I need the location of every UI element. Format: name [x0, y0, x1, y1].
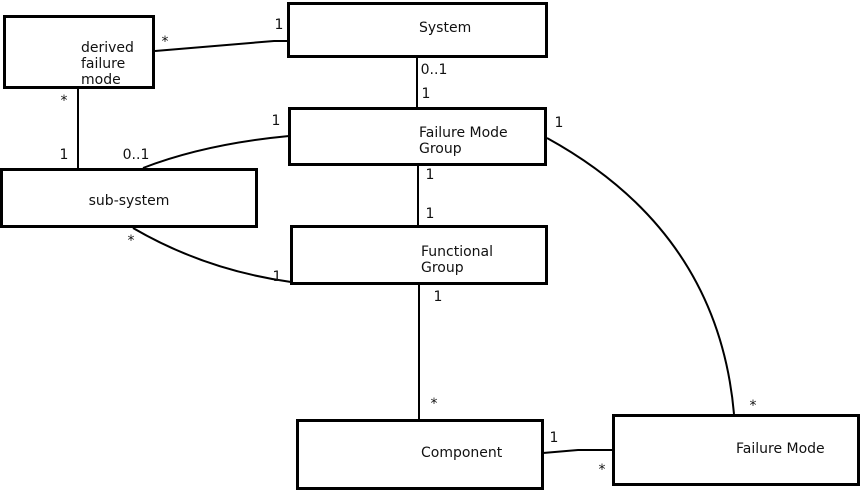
edge-sub-system-to-failure-mode-group: [142, 135, 290, 169]
edge-component-to-failure-mode: [542, 449, 612, 454]
edge-failure-mode-group-to-failure-mode: [546, 137, 735, 415]
multiplicity-derived-to-system-source: *: [161, 34, 169, 50]
entity-component: Component: [296, 419, 544, 490]
multiplicity-subsystem-to-fmg-target: 1: [271, 113, 281, 129]
multiplicity-system-to-fmg-target: 1: [421, 86, 431, 102]
multiplicity-fmg-to-fg-source: 1: [425, 167, 435, 183]
entity-failure-mode: Failure Mode: [612, 414, 860, 486]
multiplicity-derived-to-subsystem-target: 1: [59, 147, 69, 163]
entity-sub-system: sub-system: [0, 168, 258, 228]
multiplicity-derived-to-system-target: 1: [274, 17, 284, 33]
entity-label-line: failure: [81, 56, 126, 72]
multiplicity-subsystem-to-fmg-source: 0..1: [122, 147, 150, 163]
multiplicity-fmg-to-fg-target: 1: [425, 206, 435, 222]
entity-label-line: Failure Mode: [419, 125, 508, 141]
entity-label-line: System: [419, 20, 472, 36]
multiplicity-fmg-to-failuremode-target: *: [749, 398, 757, 414]
entity-label-line: Component: [421, 445, 503, 461]
multiplicity-component-to-failuremode-source: 1: [549, 430, 559, 446]
entity-label-line: sub-system: [88, 193, 170, 209]
edge-sub-system-to-functional-group: [132, 227, 292, 283]
multiplicity-subsystem-to-fg-source: *: [127, 233, 135, 249]
edge-derived-failure-mode-to-system: [154, 40, 288, 52]
entity-label-line: Functional: [421, 244, 494, 260]
multiplicity-fmg-to-failuremode-source: 1: [554, 115, 564, 131]
entity-label-line: derived: [81, 40, 134, 56]
entity-system: System: [287, 2, 548, 58]
entity-failure-mode-group: Failure Mode Group: [288, 107, 547, 166]
multiplicity-derived-to-subsystem-source: *: [60, 93, 68, 109]
multiplicity-fg-to-component-source: 1: [433, 289, 443, 305]
multiplicity-component-to-failuremode-target: *: [598, 462, 606, 478]
entity-label-line: Group: [419, 141, 462, 157]
entity-label-line: mode: [81, 72, 121, 88]
entity-label-line: Failure Mode: [736, 441, 825, 457]
multiplicity-fg-to-component-target: *: [430, 396, 438, 412]
multiplicity-subsystem-to-fg-target: 1: [272, 269, 282, 285]
entity-functional-group: Functional Group: [290, 225, 548, 285]
entity-derived-failure-mode: derived failure mode: [3, 15, 155, 89]
entity-label-line: Group: [421, 260, 464, 276]
multiplicity-system-to-fmg-source: 0..1: [420, 62, 448, 78]
